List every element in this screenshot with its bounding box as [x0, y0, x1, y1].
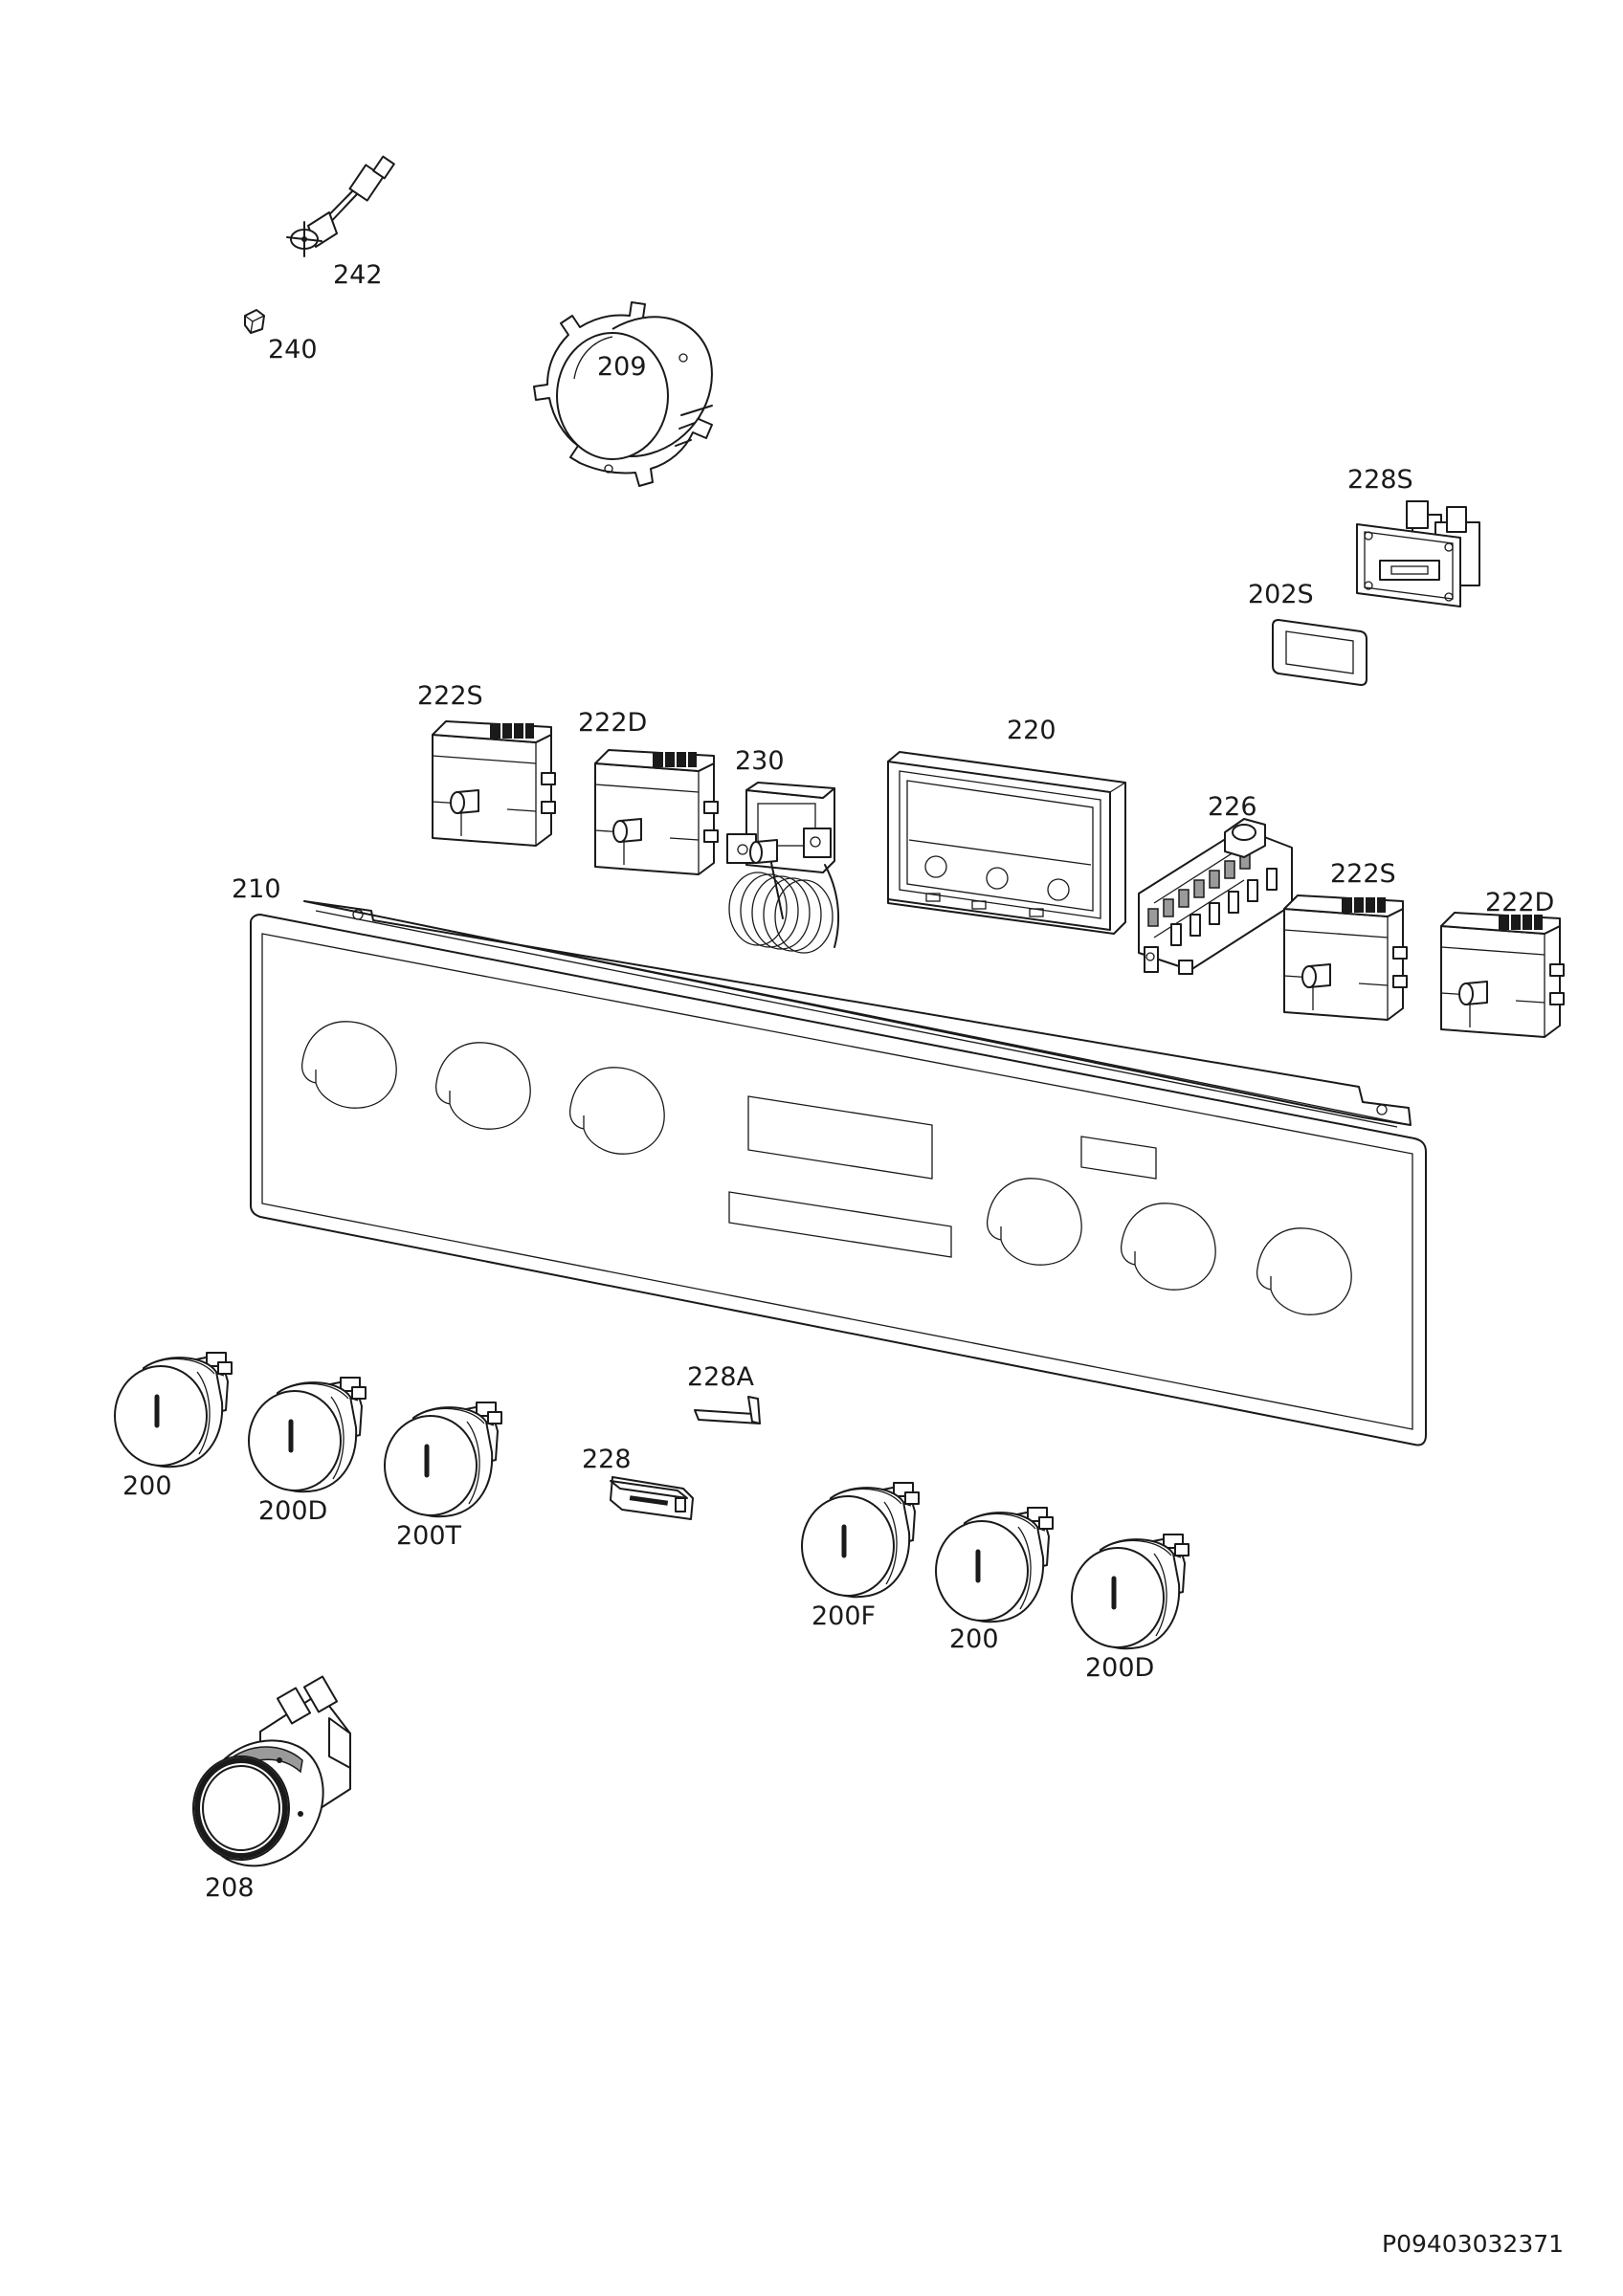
label-200-right: 200 — [949, 1624, 999, 1654]
part-labels: 242 240 209 228S 202S 222S 222D 230 220 … — [122, 260, 1554, 1903]
label-230: 230 — [735, 746, 785, 776]
part-200T-knob — [385, 1402, 501, 1516]
label-228: 228 — [582, 1445, 632, 1474]
label-228A: 228A — [687, 1362, 755, 1392]
part-222S-energy-regulator-right — [1283, 894, 1408, 1021]
label-209: 209 — [597, 352, 647, 382]
label-200-left: 200 — [122, 1471, 172, 1501]
part-200D-knob-right — [1072, 1534, 1189, 1648]
part-200-knob-left — [115, 1353, 232, 1467]
drawing-code: P09403032371 — [1382, 2230, 1564, 2258]
label-222S-right: 222S — [1330, 859, 1396, 889]
part-200-knob-right — [936, 1508, 1053, 1622]
part-200F-knob — [802, 1483, 919, 1597]
label-208: 208 — [205, 1873, 255, 1903]
part-240-clip — [244, 309, 265, 334]
part-209-slotted-ring — [533, 301, 713, 487]
part-242-cable-sensor — [286, 155, 395, 257]
label-222D-right: 222D — [1485, 888, 1554, 917]
label-200T: 200T — [396, 1521, 462, 1551]
label-210: 210 — [232, 874, 281, 904]
label-228S: 228S — [1347, 465, 1413, 495]
part-228A-bar — [694, 1396, 761, 1424]
label-226: 226 — [1208, 792, 1257, 822]
part-228S-display-module — [1356, 500, 1480, 607]
part-200D-knob-left — [249, 1378, 366, 1491]
label-220: 220 — [1007, 716, 1056, 745]
label-200F: 200F — [812, 1601, 876, 1631]
part-202S-gasket — [1272, 619, 1367, 686]
label-200D-left: 200D — [258, 1496, 327, 1526]
label-222S-left: 222S — [417, 681, 483, 711]
part-222D-energy-regulator-left — [594, 749, 719, 875]
label-222D-left: 222D — [578, 708, 647, 738]
label-242: 242 — [333, 260, 383, 290]
part-208-push-button — [192, 1675, 351, 1867]
label-240: 240 — [268, 335, 318, 364]
part-222D-energy-regulator-right — [1440, 912, 1565, 1038]
part-226-selector-switch — [1138, 818, 1293, 975]
part-228-button-cap — [610, 1476, 694, 1520]
label-202S: 202S — [1248, 580, 1314, 609]
part-210-control-panel — [250, 900, 1427, 1446]
part-230-thermostat — [726, 782, 840, 954]
label-200D-right: 200D — [1085, 1653, 1154, 1683]
part-222S-energy-regulator-left — [432, 720, 556, 847]
part-220-control-housing — [887, 751, 1126, 935]
